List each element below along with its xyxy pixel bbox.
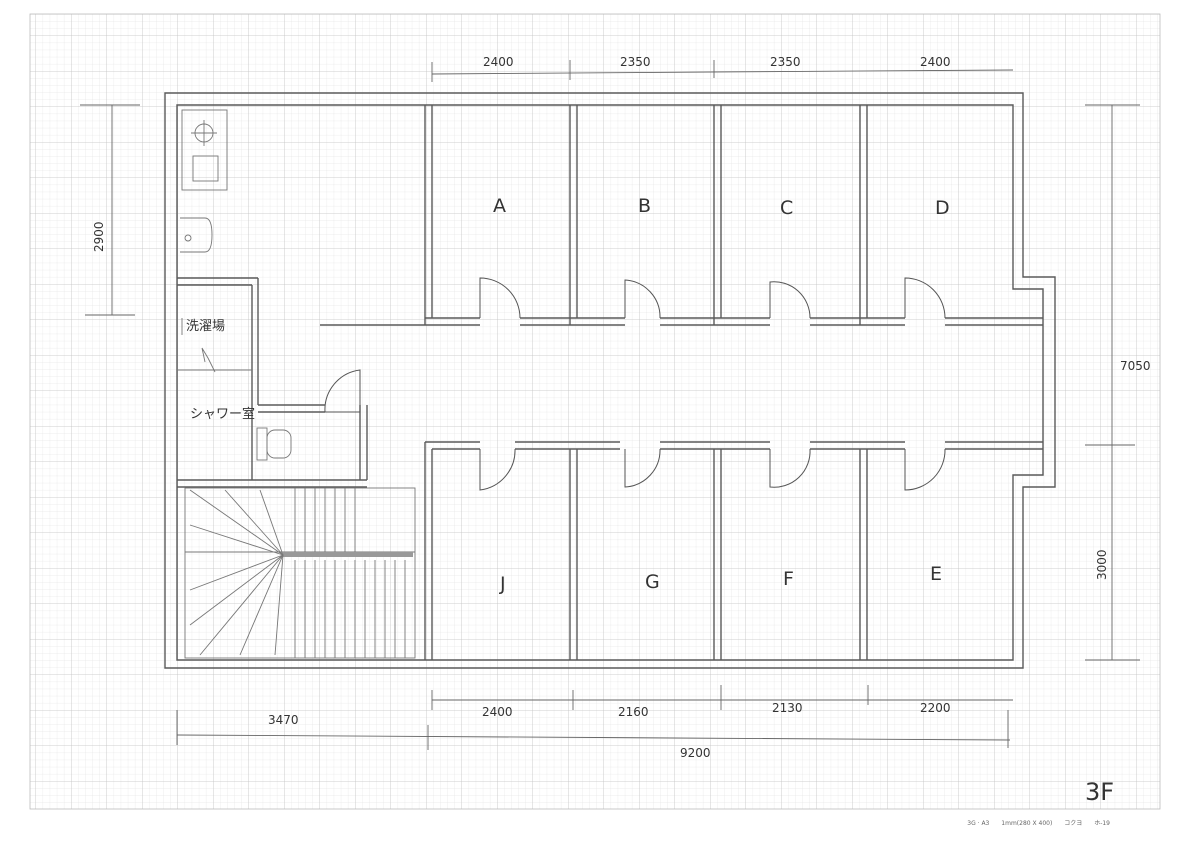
dim-top-1: 2400	[483, 55, 514, 69]
dim-bottom-4: 2200	[920, 701, 951, 715]
shower-room-label: シャワー室	[190, 406, 255, 422]
dim-right-lower: 3000	[1095, 549, 1109, 580]
paper-grid: 1mm(280 X 400)	[1001, 820, 1053, 827]
room-label-e: E	[930, 563, 942, 585]
room-label-a: A	[493, 195, 506, 217]
utility-area	[177, 109, 368, 488]
paper-code: 3G · A3	[967, 820, 990, 827]
door-swings-top	[479, 277, 946, 319]
paper-product: ホ-19	[1094, 820, 1110, 827]
dim-bottom-3: 2130	[772, 701, 803, 715]
room-label-c: C	[780, 197, 793, 219]
bottom-room-partitions	[424, 441, 1043, 660]
room-label-d: D	[935, 197, 950, 219]
room-label-g: G	[645, 571, 660, 593]
top-room-partitions	[320, 105, 1043, 326]
dim-right-total: 7050	[1120, 359, 1151, 373]
dim-left-height: 2900	[92, 221, 106, 252]
dim-bottom-left: 3470	[268, 713, 299, 727]
paper-maker: コクヨ	[1064, 820, 1083, 827]
dim-bottom-2: 2160	[618, 705, 649, 719]
outer-walls	[164, 92, 1056, 669]
dim-top-3: 2350	[770, 55, 801, 69]
dim-top-2: 2350	[620, 55, 651, 69]
graph-paper-grid	[29, 13, 1161, 810]
room-label-b: B	[638, 195, 651, 217]
dim-bottom-1: 2400	[482, 705, 513, 719]
dim-bottom-total: 9200	[680, 746, 711, 760]
door-swings-bottom	[479, 448, 946, 491]
floor-label: 3F	[1085, 778, 1114, 806]
room-label-j: J	[499, 573, 506, 595]
laundry-label: 洗濯場	[186, 319, 225, 334]
staircase	[184, 487, 416, 659]
dimension-lines	[80, 60, 1140, 750]
room-label-f: F	[783, 568, 794, 590]
paper-footer: 3G · A3 1mm(280 X 400) コクヨ ホ-19	[957, 818, 1110, 827]
dim-top-4: 2400	[920, 55, 951, 69]
